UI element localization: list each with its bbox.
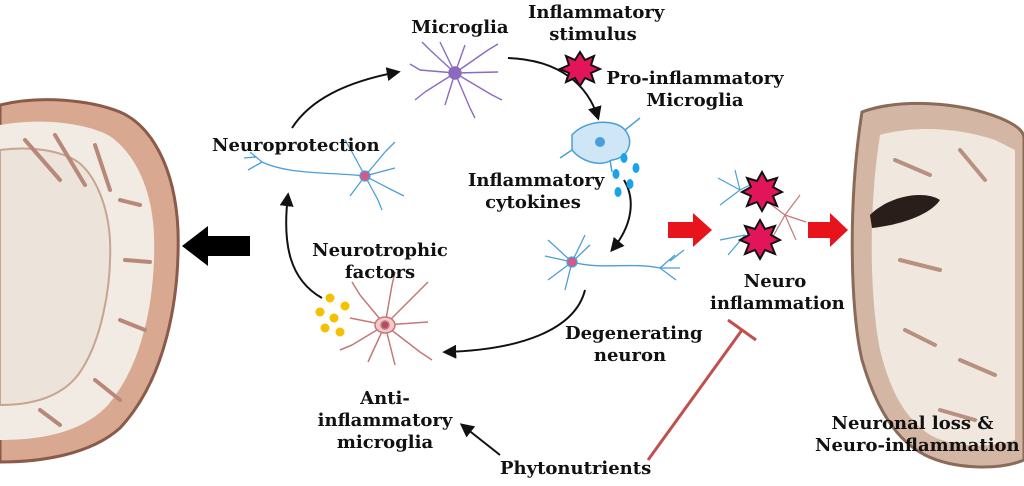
label-degenerating-neuron: Degenerating neuron bbox=[565, 323, 703, 366]
pro-inflammatory-microglia-icon bbox=[559, 117, 641, 173]
label-microglia: Microglia bbox=[411, 17, 509, 38]
neuroinflammation-cluster-icon bbox=[717, 169, 807, 262]
degenerating-neuron-icon bbox=[544, 234, 685, 291]
cytokine-dots bbox=[612, 153, 640, 197]
label-inflammatory-cytokines: Inflammatory cytokines bbox=[468, 170, 605, 213]
label-neurotrophic-factors: Neurotrophic factors bbox=[312, 240, 448, 283]
recovery-arrow bbox=[182, 226, 250, 266]
neurotrophic-dots bbox=[315, 293, 350, 337]
healthy-brain-section-image bbox=[0, 98, 180, 464]
anti-inflammatory-microglia-icon bbox=[339, 271, 433, 366]
microglia-cell-icon bbox=[409, 41, 503, 119]
label-neuroprotection: Neuroprotection bbox=[212, 135, 380, 156]
label-inflammatory-stimulus: Inflammatory stimulus bbox=[528, 2, 665, 45]
label-pro-inflammatory-microglia: Pro-inflammatory Microglia bbox=[606, 68, 784, 111]
healthy-neuron-icon bbox=[243, 139, 405, 211]
inflammatory-stimulus-icon bbox=[557, 50, 603, 88]
inhibition-line bbox=[646, 318, 757, 461]
label-neuro-inflammation: Neuro inflammation bbox=[710, 271, 845, 314]
label-phytonutrients: Phytonutrients bbox=[500, 458, 652, 479]
damaged-brain-section-image bbox=[850, 101, 1024, 469]
label-anti-inflammatory-microglia: Anti- inflammatory microglia bbox=[317, 388, 453, 453]
label-neuronal-loss: Neuronal loss & Neuro-inflammation bbox=[815, 413, 1020, 456]
progression-arrows bbox=[668, 213, 848, 247]
